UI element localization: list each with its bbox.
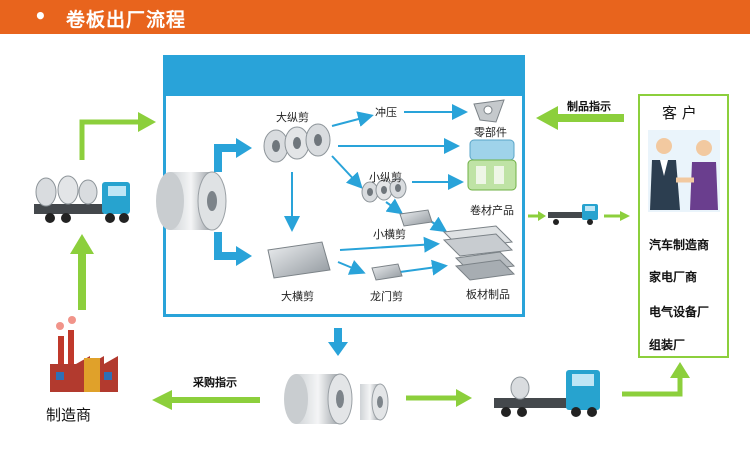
- customer-title: 客 户: [662, 104, 697, 122]
- bottom-coils-icon: [284, 373, 389, 425]
- label-purchase-instruction: 采购指示: [193, 376, 237, 389]
- sheet-products-icon: [442, 225, 516, 281]
- process-box-header: [166, 58, 522, 96]
- page-title: 卷板出厂流程: [66, 9, 187, 31]
- flow-arrowhead: [236, 138, 252, 158]
- label-gantry-shear: 龙门剪: [370, 290, 403, 303]
- gantry-sheet-icon: [371, 263, 403, 281]
- flow-arrow: [337, 260, 366, 275]
- green-flow-arrows: [70, 106, 690, 410]
- down-arrow-icon: [328, 328, 348, 356]
- slit-coil-icon: [263, 123, 331, 163]
- small-sheet-icon: [399, 209, 433, 227]
- title-bullet: •: [34, 4, 47, 28]
- small-slit-coil-icon: [361, 177, 407, 203]
- truck-icon: [34, 175, 130, 223]
- label-manufacturer: 制造商: [46, 406, 92, 424]
- flow-arrow: [214, 144, 238, 172]
- stamped-part-icon: [473, 99, 505, 123]
- label-sheet-products: 板材制品: [466, 288, 510, 301]
- title-bar: [0, 0, 750, 34]
- customer-type: 家电厂商: [649, 270, 698, 284]
- label-coil-products: 卷材产品: [470, 204, 514, 217]
- flow-arrow: [331, 111, 374, 127]
- factory-icon: [50, 316, 118, 392]
- label-small-slitting: 小纵剪: [369, 171, 402, 184]
- coil-products-icon: [467, 139, 517, 191]
- customer-type: 组装厂: [649, 338, 686, 352]
- steel-coil-icon: [156, 171, 227, 231]
- handshake-icon: [648, 130, 720, 212]
- small-truck-icon: [548, 204, 598, 225]
- label-stamping: 冲压: [375, 106, 397, 119]
- flow-arrow: [385, 198, 404, 215]
- customer-type: 汽车制造商: [649, 238, 710, 252]
- label-big-cross-cut: 大横剪: [281, 290, 314, 303]
- customer-type: 电气设备厂: [649, 305, 710, 319]
- bottom-truck-icon: [494, 370, 600, 417]
- label-parts: 零部件: [474, 126, 507, 139]
- flow-arrow: [399, 259, 448, 276]
- label-small-cross-cut: 小横剪: [373, 228, 406, 241]
- large-sheet-icon: [267, 241, 331, 279]
- label-big-slitting: 大纵剪: [276, 111, 309, 124]
- flow-arrow: [339, 236, 440, 253]
- label-product-instruction: 制品指示: [567, 100, 611, 113]
- flow-arrowhead: [236, 246, 252, 266]
- flow-arrow: [214, 232, 238, 260]
- flow-arrow: [331, 155, 363, 189]
